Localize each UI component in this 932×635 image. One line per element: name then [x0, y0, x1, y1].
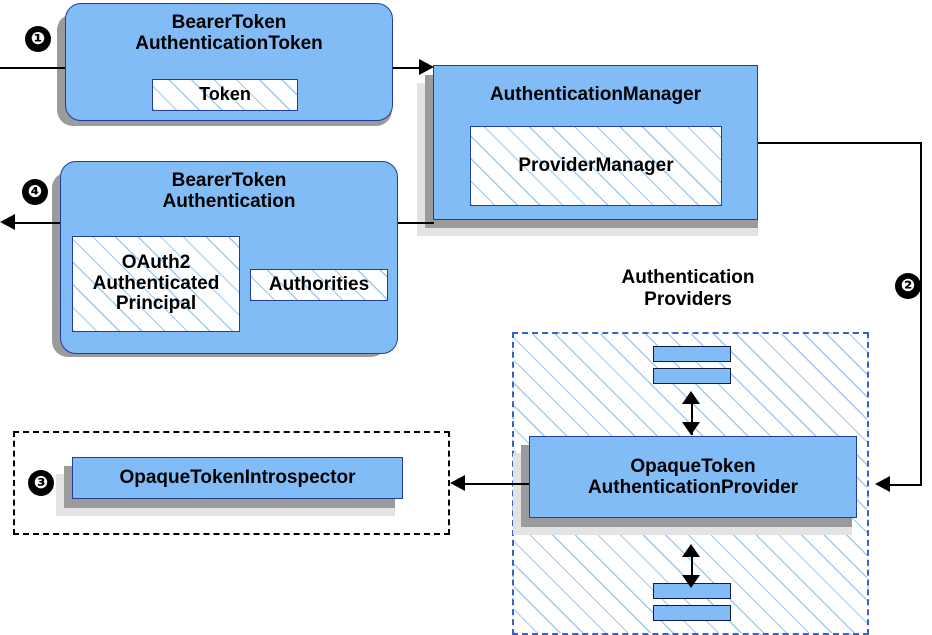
- badge-step-4-label: ❹: [27, 181, 43, 202]
- arrow-manager-to-authentication-line: [396, 222, 434, 224]
- node-opaque-token-authentication-provider[interactable]: OpaqueToken AuthenticationProvider: [529, 436, 857, 518]
- inner-principal-line3: Principal: [115, 293, 197, 315]
- inner-token[interactable]: Token: [152, 79, 298, 111]
- inner-authorities-label: Authorities: [268, 273, 370, 295]
- connector-to-provider-segment: [890, 484, 922, 486]
- provider-stack-top-bar-1: [653, 346, 731, 362]
- inner-principal-line2: Authenticated: [92, 272, 220, 294]
- inner-provider-manager-label: ProviderManager: [518, 154, 674, 176]
- badge-step-4: ❹: [22, 179, 48, 205]
- connector-to-provider-head: [875, 476, 890, 492]
- authentication-providers-caption-line2: Providers: [644, 288, 732, 310]
- opaque-token-introspector-title: OpaqueTokenIntrospector: [119, 467, 356, 489]
- inner-authorities[interactable]: Authorities: [250, 269, 388, 301]
- arrow-request-in-line: [0, 67, 66, 69]
- provider-stack-bottom-bar-2: [653, 605, 731, 621]
- provider-bottom-connector-line: [691, 548, 693, 588]
- opaque-token-authentication-provider-title-line1: OpaqueToken: [630, 455, 756, 477]
- authentication-providers-caption: Authentication Providers: [560, 267, 816, 311]
- provider-top-connector-arrow-down: [682, 422, 700, 435]
- arrow-response-out-head: [0, 214, 15, 230]
- badge-step-1-label: ❶: [30, 28, 46, 49]
- provider-stack-top-bar-2: [653, 368, 731, 384]
- bearer-token-authentication-title-line1: BearerToken: [171, 170, 287, 191]
- inner-oauth2-authenticated-principal[interactable]: OAuth2 Authenticated Principal: [72, 236, 240, 332]
- opaque-token-authentication-provider-title-line2: AuthenticationProvider: [587, 477, 799, 498]
- arrow-token-to-manager-line: [392, 67, 421, 69]
- inner-token-label: Token: [199, 84, 251, 105]
- bearer-token-authentication-token-title-line1: BearerToken: [171, 12, 287, 33]
- inner-principal-line1: OAuth2: [121, 251, 191, 273]
- bearer-token-authentication-title-line2: Authentication: [162, 191, 296, 213]
- arrow-response-out-line: [14, 222, 62, 224]
- node-bearer-token-authentication-token[interactable]: BearerToken AuthenticationToken: [65, 3, 393, 121]
- badge-step-1: ❶: [25, 26, 51, 52]
- authentication-providers-caption-line1: Authentication: [621, 267, 755, 288]
- badge-step-3: ❸: [28, 470, 54, 496]
- connector-right-vertical-segment: [920, 142, 922, 484]
- arrow-provider-to-introspector-line: [465, 483, 531, 485]
- provider-top-connector-line: [691, 395, 693, 435]
- badge-step-2-label: ❷: [900, 275, 916, 296]
- inner-provider-manager[interactable]: ProviderManager: [470, 126, 722, 206]
- bearer-token-authentication-token-title-line2: AuthenticationToken: [135, 33, 323, 55]
- arrow-token-to-manager-head: [419, 59, 434, 75]
- provider-bottom-connector-arrow-down: [682, 575, 700, 588]
- badge-step-3-label: ❸: [33, 472, 49, 493]
- connector-manager-right-segment: [757, 142, 922, 144]
- provider-bottom-connector-arrow-up: [682, 544, 700, 557]
- arrow-provider-to-introspector-head: [450, 475, 465, 491]
- authentication-manager-title: AuthenticationManager: [489, 84, 702, 105]
- provider-top-connector-arrow-up: [682, 391, 700, 404]
- badge-step-2: ❷: [895, 273, 921, 299]
- opaque-token-introspector-container: [13, 431, 450, 535]
- node-opaque-token-introspector[interactable]: OpaqueTokenIntrospector: [72, 457, 403, 499]
